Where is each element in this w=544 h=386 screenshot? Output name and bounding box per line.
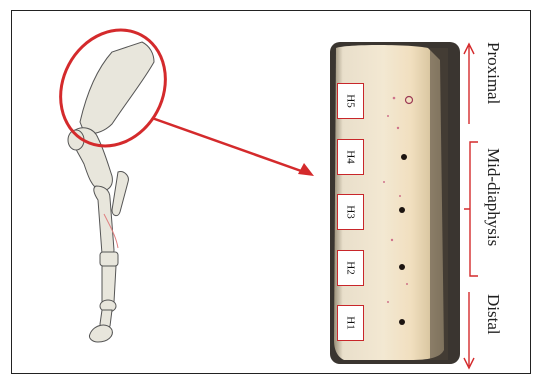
label-mid-diaphysis: Mid-diaphysis xyxy=(483,148,503,246)
label-proximal: Proximal xyxy=(483,42,503,104)
mid-diaphysis-bracket xyxy=(464,142,478,276)
label-distal: Distal xyxy=(483,294,503,335)
